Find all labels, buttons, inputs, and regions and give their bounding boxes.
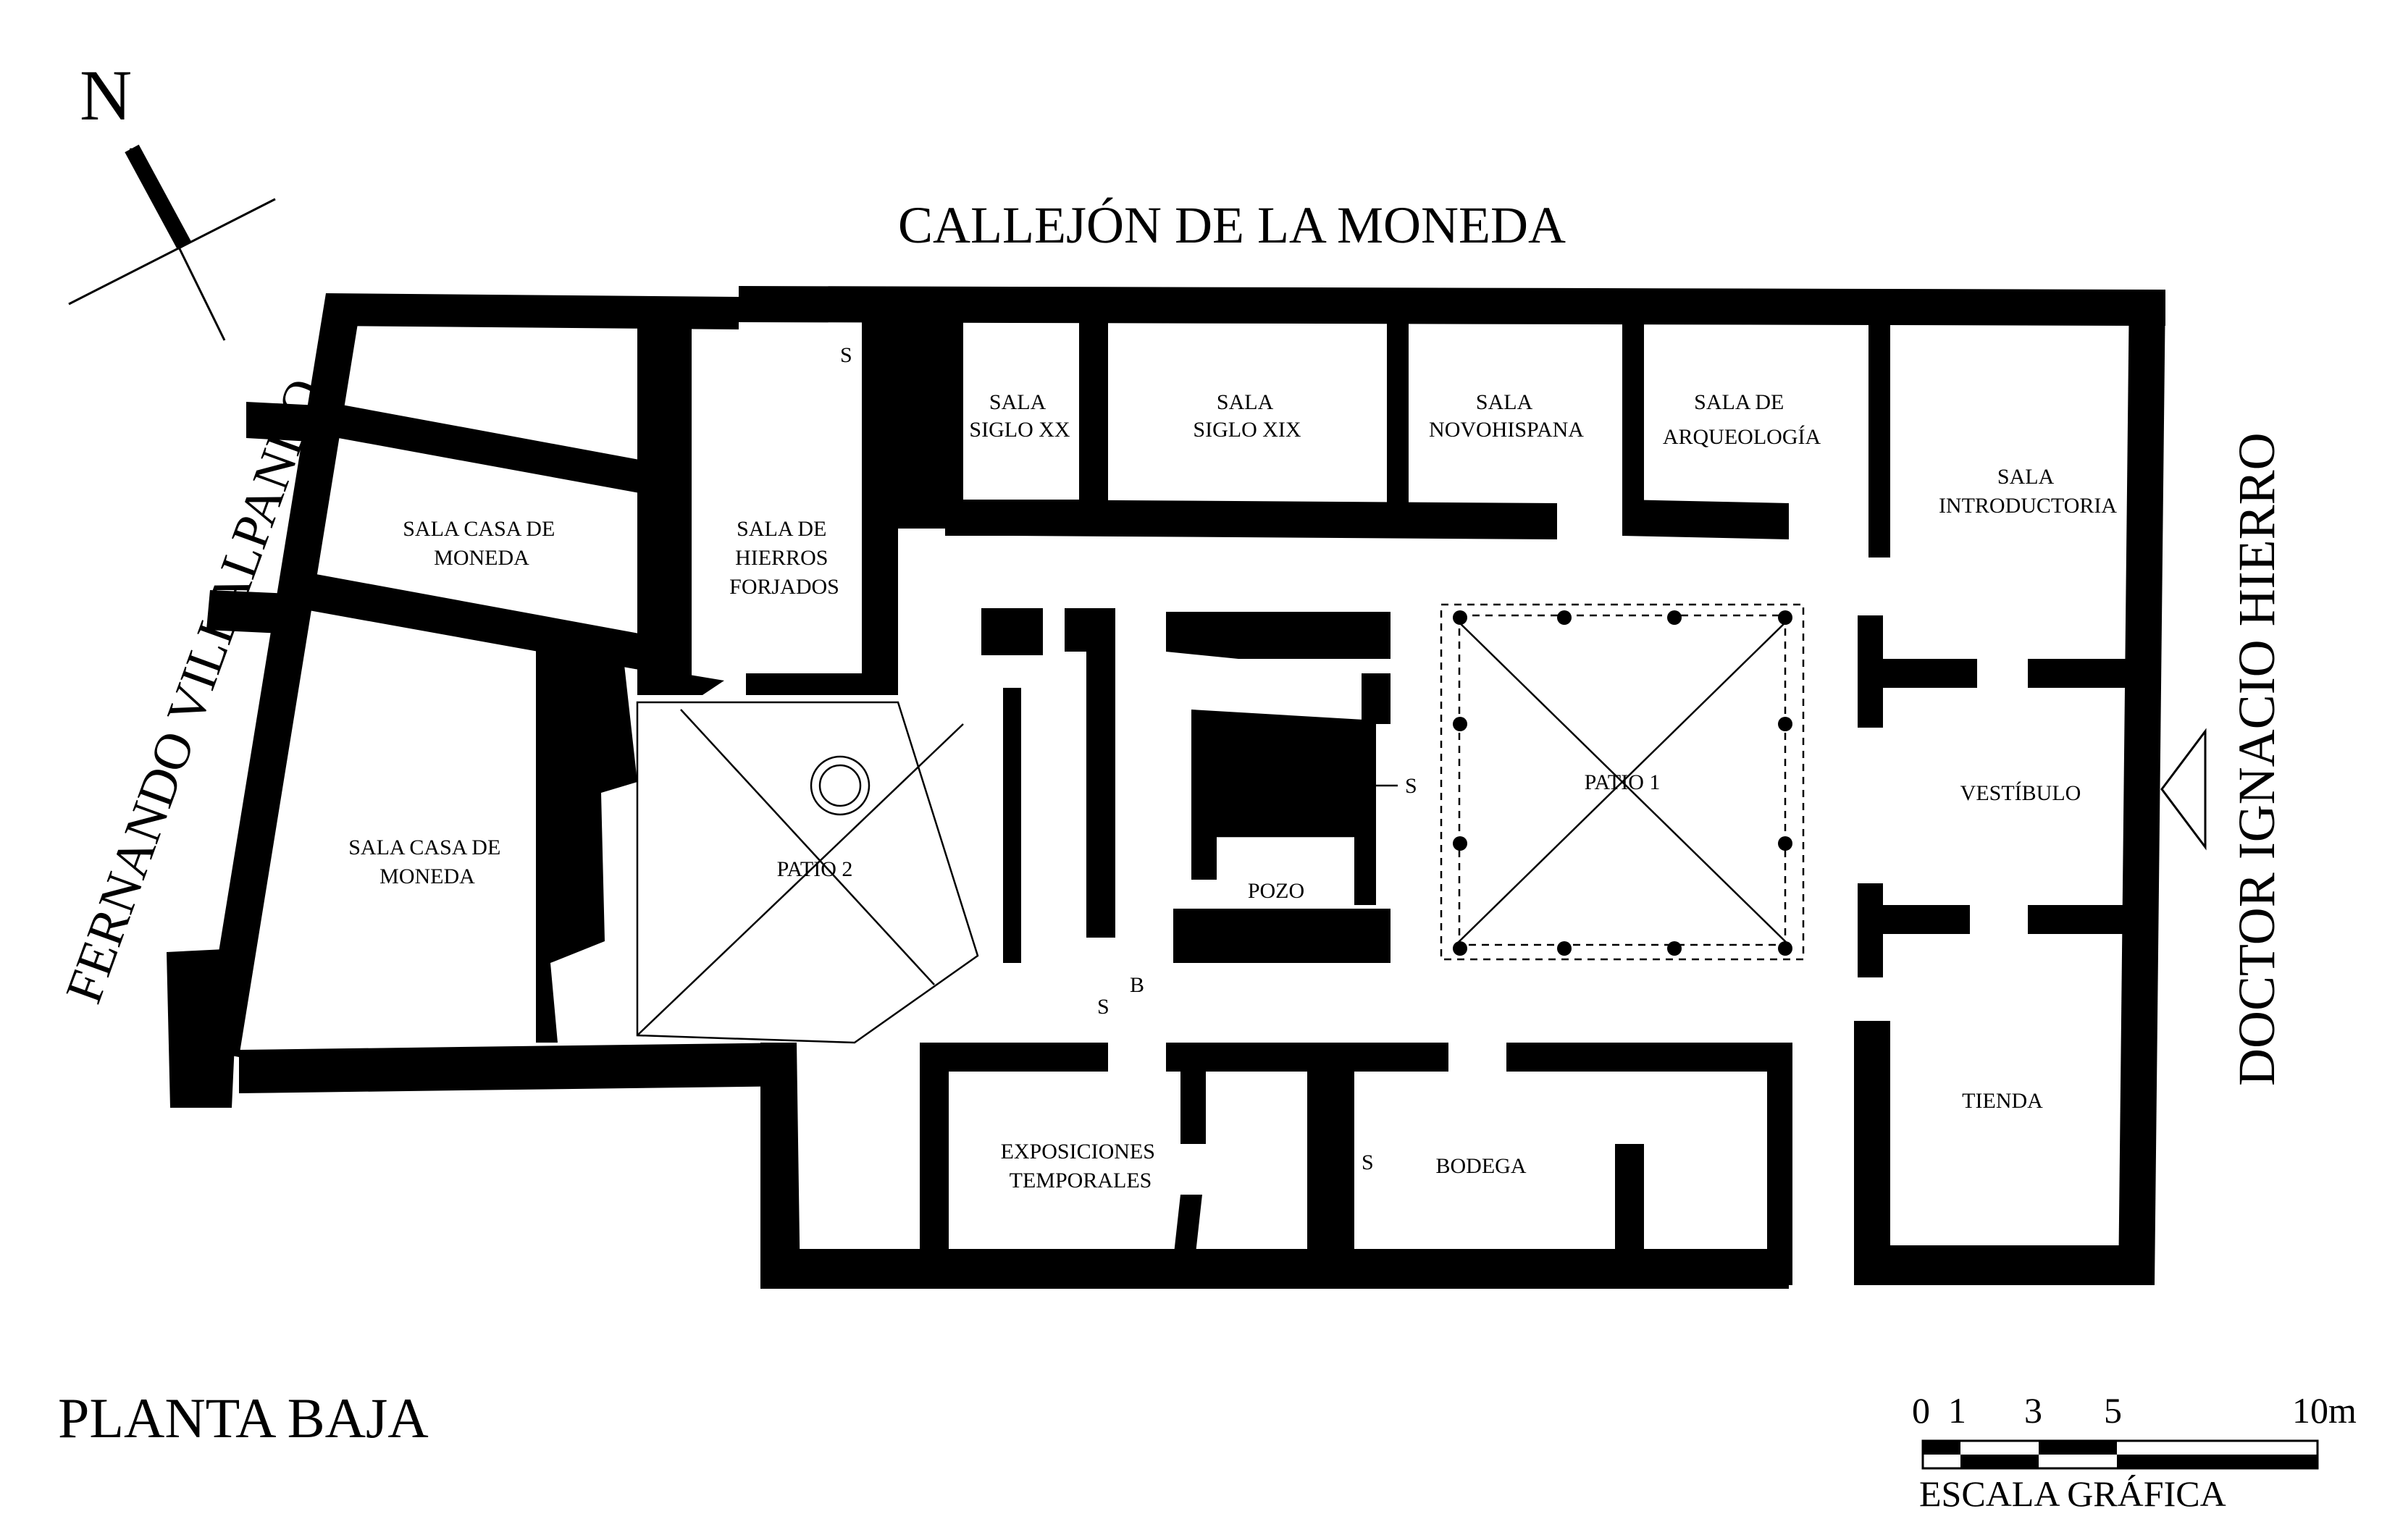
stair-marks: S S S S B (840, 343, 1417, 1174)
room-patio-1: PATIO 1 (1585, 770, 1661, 794)
drawing-title: PLANTA BAJA (58, 1387, 429, 1449)
stair-mark-s-2: S (1405, 774, 1417, 798)
stair-mark-b: B (1130, 973, 1144, 997)
room-siglo-xix: SALA SIGLO XIX (1193, 390, 1301, 442)
scale-tick-10: 10m (2292, 1390, 2357, 1431)
room-arqueologia: SALA DE ARQUEOLOGÍA (1663, 390, 1821, 449)
room-siglo-xx: SALA SIGLO XX (969, 390, 1070, 442)
room-labels: SALA SIGLO XX SALA SIGLO XIX SALA NOVOHI… (348, 390, 2117, 1192)
scale-tick-5: 5 (2104, 1390, 2122, 1431)
room-novohispana: SALA NOVOHISPANA (1429, 390, 1584, 442)
scale-tick-0: 0 (1912, 1390, 1930, 1431)
room-introductoria: SALA INTRODUCTORIA (1939, 465, 2117, 518)
room-hierros-forjados: SALA DE HIERROS FORJADOS (729, 517, 839, 599)
north-arrow: N (68, 55, 276, 341)
room-vestibulo: VESTÍBULO (1960, 781, 2081, 805)
room-pozo: POZO (1248, 879, 1304, 903)
patio-2 (636, 701, 979, 1044)
scale-tick-1: 1 (1948, 1390, 1966, 1431)
street-label-top: CALLEJÓN DE LA MONEDA (898, 196, 1566, 254)
graphic-scale: 0 1 3 5 10m ESCALA GRÁFICA (1912, 1390, 2357, 1514)
scale-tick-3: 3 (2024, 1390, 2042, 1431)
room-casa-moneda-1: SALA CASA DE MONEDA (403, 517, 561, 570)
stair-mark-s-1: S (840, 343, 852, 367)
patio-1 (1440, 603, 1805, 961)
street-label-right: DOCTOR IGNACIO HIERRO (2228, 432, 2286, 1086)
room-patio-2: PATIO 2 (777, 857, 853, 881)
room-tienda: TIENDA (1962, 1089, 2043, 1113)
stair-mark-s-4: S (1362, 1150, 1374, 1174)
room-exposiciones: EXPOSICIONES TEMPORALES (1001, 1140, 1161, 1192)
room-bodega: BODEGA (1436, 1154, 1527, 1178)
entrance-arrow-icon (2160, 728, 2207, 851)
room-casa-moneda-2: SALA CASA DE MONEDA (348, 836, 506, 888)
main-staircase (1213, 733, 1398, 938)
walls (167, 286, 2165, 1289)
stair-mark-s-3: S (1097, 995, 1110, 1019)
north-label: N (80, 55, 132, 135)
scale-caption: ESCALA GRÁFICA (1919, 1473, 2226, 1514)
